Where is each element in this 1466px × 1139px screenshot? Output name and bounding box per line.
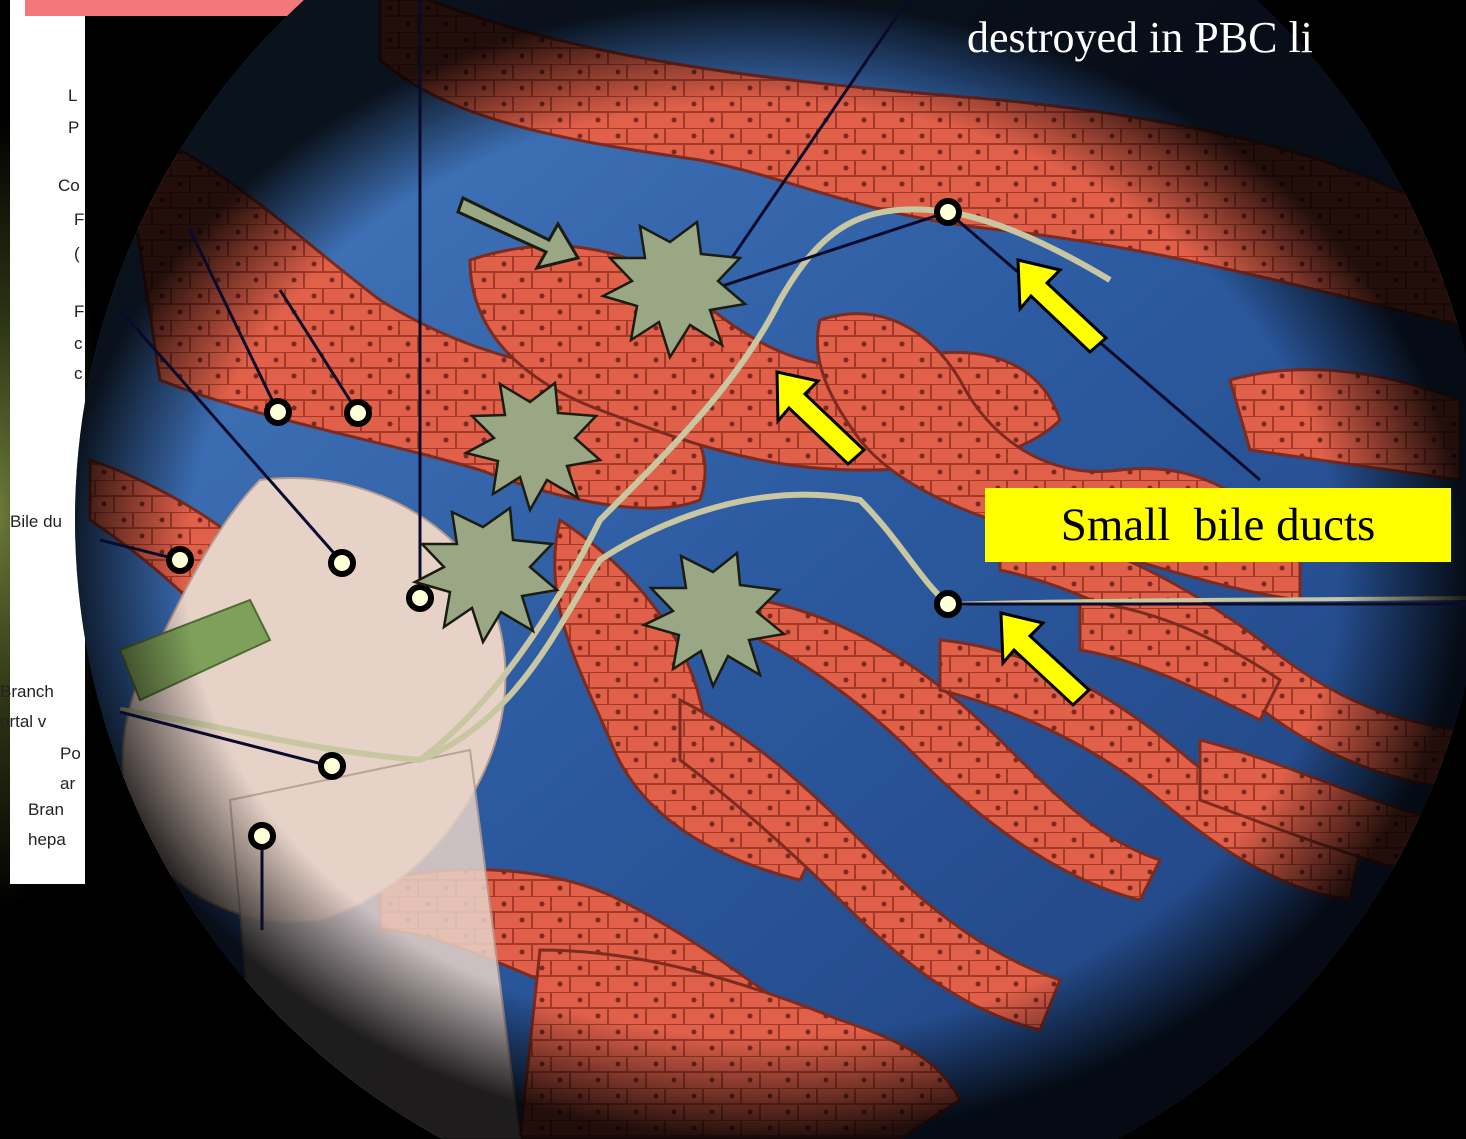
label-pointer-icon: [169, 549, 191, 571]
label-pointer-icon: [347, 402, 369, 424]
label-pointer-icon: [409, 587, 431, 609]
label-pointer-icon: [267, 401, 289, 423]
label-pointer-icon: [321, 755, 343, 777]
label-pointer-icon: [331, 552, 353, 574]
small-bile-ducts-callout: Small bile ducts: [985, 488, 1451, 562]
label-pointer-icon: [251, 825, 273, 847]
slide-title-fragment: destroyed in PBC li: [967, 12, 1313, 64]
lens-view: [60, 0, 1466, 1139]
label-pointer-icon: [937, 201, 959, 223]
label-pointer-icon: [937, 593, 959, 615]
